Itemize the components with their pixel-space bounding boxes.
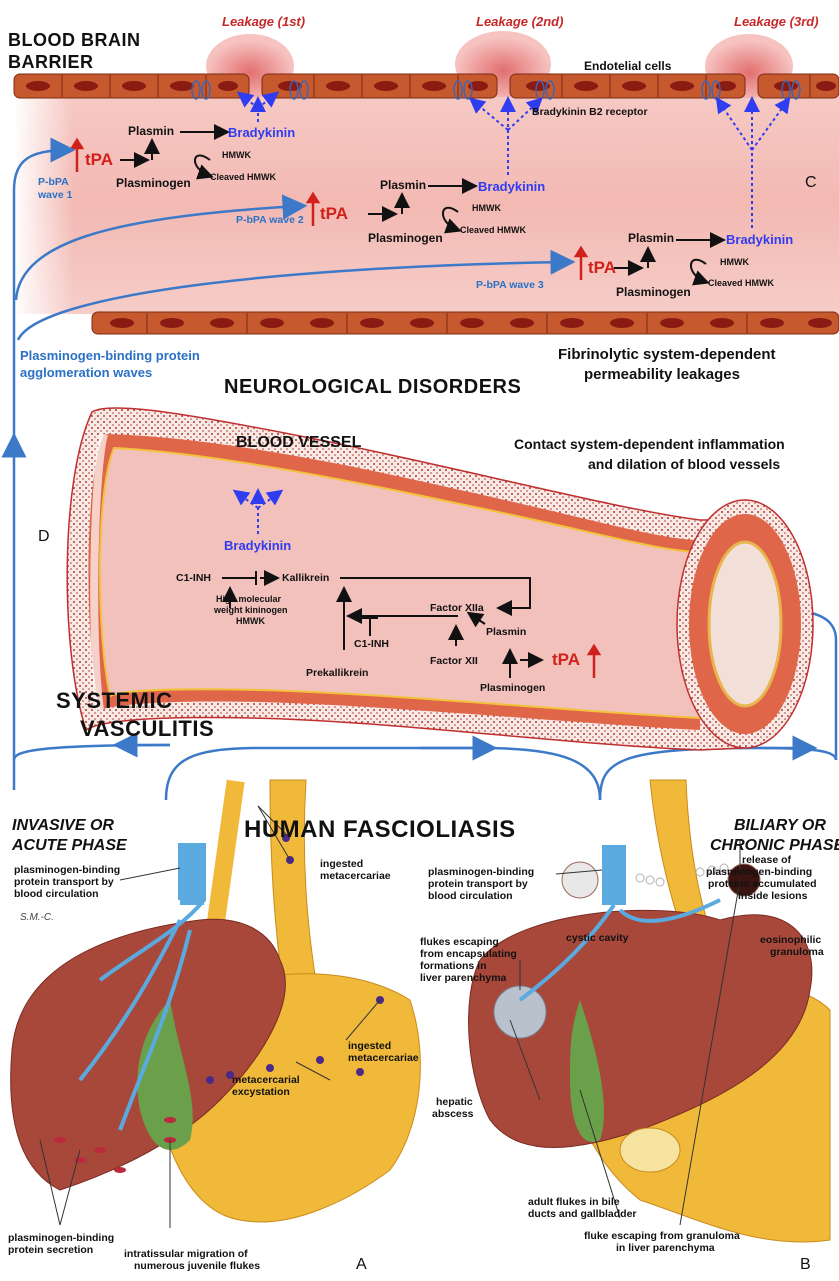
- escaping-line4: liver parenchyma: [420, 972, 506, 984]
- fibrinolytic-line2: permeability leakages: [584, 366, 740, 383]
- hmwk-2: HMWK: [472, 203, 501, 213]
- cleaved-hmwk-1: Cleaved HMWK: [210, 172, 276, 182]
- biliary-phase-line2: CHRONIC PHASE: [710, 836, 839, 855]
- invasive-phase-line2: ACUTE PHASE: [12, 836, 127, 855]
- escaping-line2: from encapsulating: [420, 948, 517, 960]
- factor-xii-label: Factor XII: [430, 655, 478, 667]
- plasmin-3: Plasmin: [628, 232, 674, 244]
- vessel-bradykinin: Bradykinin: [224, 538, 291, 553]
- panel-a-letter: A: [356, 1256, 367, 1274]
- transport-b-line3: blood circulation: [428, 890, 513, 902]
- plasmin-2: Plasmin: [380, 179, 426, 191]
- cystic-cavity-label: cystic cavity: [566, 932, 628, 944]
- contact-system-line2: and dilation of blood vessels: [588, 456, 780, 472]
- blood-vessel-title: BLOOD VESSEL: [236, 434, 361, 452]
- panel-d-letter: D: [38, 528, 50, 546]
- excystation-line2: excystation: [232, 1086, 290, 1098]
- hmwk-full-line3: HMWK: [236, 616, 265, 626]
- plasminogen-3: Plasminogen: [616, 286, 691, 298]
- transport-b-line1: plasminogen-binding: [428, 866, 534, 878]
- cleaved-hmwk-2: Cleaved HMWK: [460, 225, 526, 235]
- systemic-line2: VASCULITIS: [80, 716, 214, 742]
- vessel-plasmin: Plasmin: [486, 626, 526, 638]
- panel-b-letter: B: [800, 1256, 811, 1274]
- leakage-3-label: Leakage (3rd): [734, 14, 819, 29]
- plasminogen-2: Plasminogen: [368, 232, 443, 244]
- agglomeration-line2: agglomeration waves: [20, 365, 152, 380]
- eosinophilic-line1: eosinophilic: [760, 934, 821, 946]
- leakage-2-label: Leakage (2nd): [476, 14, 563, 29]
- artist-signature: S.M.-C.: [20, 912, 54, 923]
- hmwk-full-line1: High molecular: [216, 594, 281, 604]
- fibrinolytic-line1: Fibrinolytic system-dependent: [558, 346, 776, 363]
- escaping-line1: flukes escaping: [420, 936, 499, 948]
- excystation-line1: metacercarial: [232, 1074, 300, 1086]
- b2-receptor-label: Bradykinin B2 receptor: [532, 106, 648, 118]
- factor-xiia-label: Factor XIIa: [430, 602, 484, 614]
- prekallikrein-label: Prekallikrein: [306, 667, 368, 679]
- abscess-line1: hepatic: [436, 1096, 473, 1108]
- secretion-line2: protein secretion: [8, 1244, 93, 1256]
- ingested-a-line1: ingested: [320, 858, 363, 870]
- vessel-tpa: tPA: [552, 650, 580, 670]
- bbb-title-line2: BARRIER: [8, 52, 94, 73]
- c1-inh-label-2: C1-INH: [354, 638, 389, 650]
- hmwk-3: HMWK: [720, 257, 749, 267]
- endothelial-top-row: [14, 74, 839, 99]
- wave-3-label: P-bPA wave 3: [476, 279, 544, 291]
- endothelial-bottom-row: [92, 312, 839, 334]
- leakage-1-label: Leakage (1st): [222, 14, 305, 29]
- bradykinin-2: Bradykinin: [478, 179, 545, 194]
- biliary-phase-line1: BILIARY OR: [734, 816, 826, 835]
- transport-a-line1: plasminogen-binding: [14, 864, 120, 876]
- tpa-1: tPA: [85, 150, 113, 170]
- c1-inh-label-1: C1-INH: [176, 572, 211, 584]
- ingested-a2-line1: ingested: [348, 1040, 391, 1052]
- plasmin-1: Plasmin: [128, 125, 174, 137]
- migration-line1: intratissular migration of: [124, 1248, 248, 1260]
- release-line2: plasminogen-binding: [706, 866, 812, 878]
- abscess-line2: abscess: [432, 1108, 473, 1120]
- ingested-a2-line2: metacercariae: [348, 1052, 419, 1064]
- invasive-phase-line1: INVASIVE OR: [12, 816, 114, 835]
- agglomeration-line1: Plasminogen-binding protein: [20, 348, 200, 363]
- bbb-title-line1: BLOOD BRAIN: [8, 30, 141, 51]
- contact-system-line1: Contact system-dependent inflammation: [514, 436, 785, 452]
- transport-b-line2: protein transport by: [428, 878, 528, 890]
- adult-flukes-line2: ducts and gallbladder: [528, 1208, 637, 1220]
- transport-a-line3: blood circulation: [14, 888, 99, 900]
- release-line4: inside lesions: [738, 890, 807, 902]
- ingested-a-line2: metacercariae: [320, 870, 391, 882]
- granuloma-escape-line1: fluke escaping from granuloma: [584, 1230, 740, 1242]
- vessel-plasminogen: Plasminogen: [480, 682, 545, 694]
- eosinophilic-line2: granuloma: [770, 946, 824, 958]
- migration-line2: numerous juvenile flukes: [134, 1260, 260, 1272]
- transport-a-line2: protein transport by: [14, 876, 114, 888]
- bradykinin-3: Bradykinin: [726, 232, 793, 247]
- bradykinin-1: Bradykinin: [228, 125, 295, 140]
- systemic-line1: SYSTEMIC: [56, 688, 172, 714]
- wave-2-label: P-bPA wave 2: [236, 214, 304, 226]
- cleaved-hmwk-3: Cleaved HMWK: [708, 278, 774, 288]
- wave-1-label-line1: P-bPA: [38, 176, 69, 188]
- granuloma-escape-line2: in liver parenchyma: [616, 1242, 715, 1254]
- plasminogen-1: Plasminogen: [116, 177, 191, 189]
- endothelial-label: Endotelial cells: [584, 60, 671, 72]
- tpa-3: tPA: [588, 258, 616, 278]
- release-line3: proteins accumulated: [708, 878, 817, 890]
- release-line1: release of: [742, 854, 791, 866]
- secretion-line1: plasminogen-binding: [8, 1232, 114, 1244]
- tpa-2: tPA: [320, 204, 348, 224]
- hmwk-1: HMWK: [222, 150, 251, 160]
- adult-flukes-line1: adult flukes in bile: [528, 1196, 620, 1208]
- panel-c-letter: C: [805, 174, 817, 192]
- hmwk-full-line2: weight kininogen: [214, 605, 288, 615]
- escaping-line3: formations in: [420, 960, 487, 972]
- wave-1-label-line2: wave 1: [38, 189, 72, 201]
- neurological-disorders-title: NEUROLOGICAL DISORDERS: [224, 376, 521, 399]
- human-fascioliasis-title: HUMAN FASCIOLIASIS: [244, 816, 516, 844]
- kallikrein-label: Kallikrein: [282, 572, 329, 584]
